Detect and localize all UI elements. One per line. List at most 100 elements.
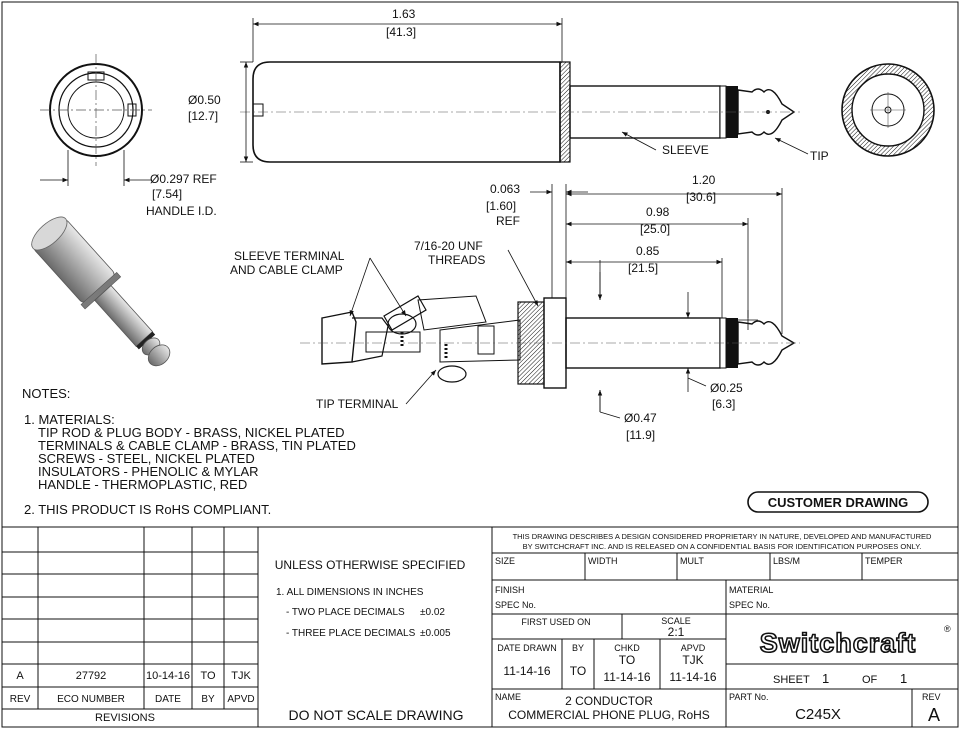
tip-callout: TIP	[810, 149, 829, 163]
note-line: SCREWS - STEEL, NICKEL PLATED	[38, 451, 255, 466]
by-header: BY	[201, 694, 215, 705]
part-number: C245X	[795, 706, 841, 723]
note-line: 1. MATERIALS:	[24, 412, 115, 427]
tolerance-heading: UNLESS OTHERWISE SPECIFIED	[275, 558, 466, 572]
sleeve-terminal-callout-line2: AND CABLE CLAMP	[230, 263, 343, 277]
isometric-plug-render	[31, 216, 171, 367]
width-label: WIDTH	[588, 556, 618, 566]
dia050-dim: Ø0.50	[188, 93, 221, 107]
part-number-label: PART No.	[729, 692, 769, 702]
sheet-total: 1	[900, 671, 907, 686]
name-label: NAME	[495, 692, 521, 702]
finish-spec-label: SPEC No.	[495, 600, 536, 610]
note-line: INSULATORS - PHENOLIC & MYLAR	[38, 464, 259, 479]
handle-id-dim: Ø0.297 REF	[150, 172, 217, 186]
apvd-label: APVD	[681, 643, 706, 653]
date-drawn-value: 11-14-16	[503, 664, 550, 678]
eco-header: ECO NUMBER	[57, 694, 125, 705]
tolerance-line1: 1. ALL DIMENSIONS IN INCHES	[276, 587, 424, 598]
customer-drawing-badge	[747, 491, 929, 513]
apvd-cell: TJK	[231, 670, 251, 682]
d047-dim-mm: [11.9]	[626, 428, 655, 442]
date-cell: 10-14-16	[146, 670, 190, 682]
by-label: BY	[572, 643, 584, 653]
mult-label: MULT	[680, 556, 704, 566]
scale-value: 2:1	[668, 625, 685, 639]
note-line: HANDLE - THERMOPLASTIC, RED	[38, 477, 247, 492]
rev-label: REV	[922, 692, 941, 702]
d0063-dim-mm: [1.60]	[486, 199, 516, 213]
eco-cell: 27792	[76, 670, 107, 682]
threads-callout: 7/16-20 UNF	[414, 239, 483, 253]
d0063-ref: REF	[496, 214, 520, 228]
d085-dim: 0.85	[636, 244, 660, 258]
apvd-header: APVD	[227, 694, 254, 705]
no-scale-note: DO NOT SCALE DRAWING	[288, 707, 463, 723]
three-place-value: ±0.005	[420, 628, 451, 639]
tip-terminal-callout: TIP TERMINAL	[316, 397, 399, 411]
d0063-dim: 0.063	[490, 182, 520, 196]
note-rohs: 2. THIS PRODUCT IS RoHS COMPLIANT.	[24, 502, 271, 517]
sheet-number: 1	[822, 671, 829, 686]
d047-dim: Ø0.47	[624, 411, 657, 425]
end-view-left	[40, 54, 152, 186]
revisions-title: REVISIONS	[95, 712, 155, 724]
handle-id-label: HANDLE I.D.	[146, 204, 217, 218]
sleeve-callout: SLEEVE	[662, 143, 709, 157]
assembly-view	[300, 184, 800, 419]
finish-label: FINISH	[495, 585, 525, 595]
length-dim: 1.63	[392, 7, 416, 21]
sleeve-terminal-callout: SLEEVE TERMINAL	[234, 249, 345, 263]
temper-label: TEMPER	[865, 556, 903, 566]
proprietary-notice: THIS DRAWING DESCRIBES A DESIGN CONSIDER…	[513, 532, 932, 541]
switchcraft-logo: Switchcraft	[760, 628, 917, 658]
end-view-right	[841, 63, 935, 157]
first-used-label: FIRST USED ON	[521, 617, 590, 627]
by-cell: TO	[200, 670, 216, 682]
dia050-dim-mm: [12.7]	[188, 109, 218, 123]
d120-dim: 1.20	[692, 173, 716, 187]
material-label: MATERIAL	[729, 585, 773, 595]
d085-dim-mm: [21.5]	[628, 261, 658, 275]
by-value: TO	[570, 664, 586, 678]
three-place-label: - THREE PLACE DECIMALS	[286, 628, 416, 639]
customer-drawing-label: CUSTOMER DRAWING	[768, 495, 909, 510]
material-spec-label: SPEC No.	[729, 600, 770, 610]
proprietary-notice-line2: BY SWITCHCRAFT INC. AND IS RELEASED ON A…	[523, 542, 922, 551]
d025-dim-mm: [6.3]	[712, 397, 735, 411]
handle-id-dim-mm: [7.54]	[152, 187, 182, 201]
threads-callout-line2: THREADS	[428, 253, 485, 267]
d120-dim-mm: [30.6]	[686, 190, 716, 204]
side-view-plug	[240, 18, 809, 163]
size-label: SIZE	[495, 556, 515, 566]
scale-label: SCALE	[661, 616, 691, 626]
registered-mark: ®	[944, 624, 951, 634]
rev-header: REV	[10, 694, 31, 705]
chkd-label: CHKD	[614, 643, 640, 653]
apvd-by: TJK	[682, 653, 703, 667]
title-block-grid	[2, 526, 958, 727]
two-place-value: ±0.02	[420, 607, 445, 618]
rev-value: A	[928, 705, 940, 725]
part-name-line2: COMMERCIAL PHONE PLUG, RoHS	[508, 708, 710, 722]
d025-dim: Ø0.25	[710, 381, 743, 395]
note-line: TIP ROD & PLUG BODY - BRASS, NICKEL PLAT…	[38, 425, 345, 440]
part-name-line1: 2 CONDUCTOR	[565, 694, 653, 708]
note-line: TERMINALS & CABLE CLAMP - BRASS, TIN PLA…	[38, 438, 356, 453]
d098-dim-mm: [25.0]	[640, 222, 670, 236]
rev-cell: A	[16, 670, 24, 682]
date-drawn-label: DATE DRAWN	[497, 643, 557, 653]
of-label: OF	[862, 674, 878, 686]
length-dim-mm: [41.3]	[386, 25, 416, 39]
date-header: DATE	[155, 694, 181, 705]
lbs-label: LBS/M	[773, 556, 800, 566]
sheet-label: SHEET	[773, 674, 810, 686]
chkd-date: 11-14-16	[603, 670, 650, 684]
notes-heading: NOTES:	[22, 386, 70, 401]
chkd-by: TO	[619, 653, 635, 667]
d098-dim: 0.98	[646, 205, 670, 219]
two-place-label: - TWO PLACE DECIMALS	[286, 607, 405, 618]
apvd-date: 11-14-16	[669, 670, 716, 684]
